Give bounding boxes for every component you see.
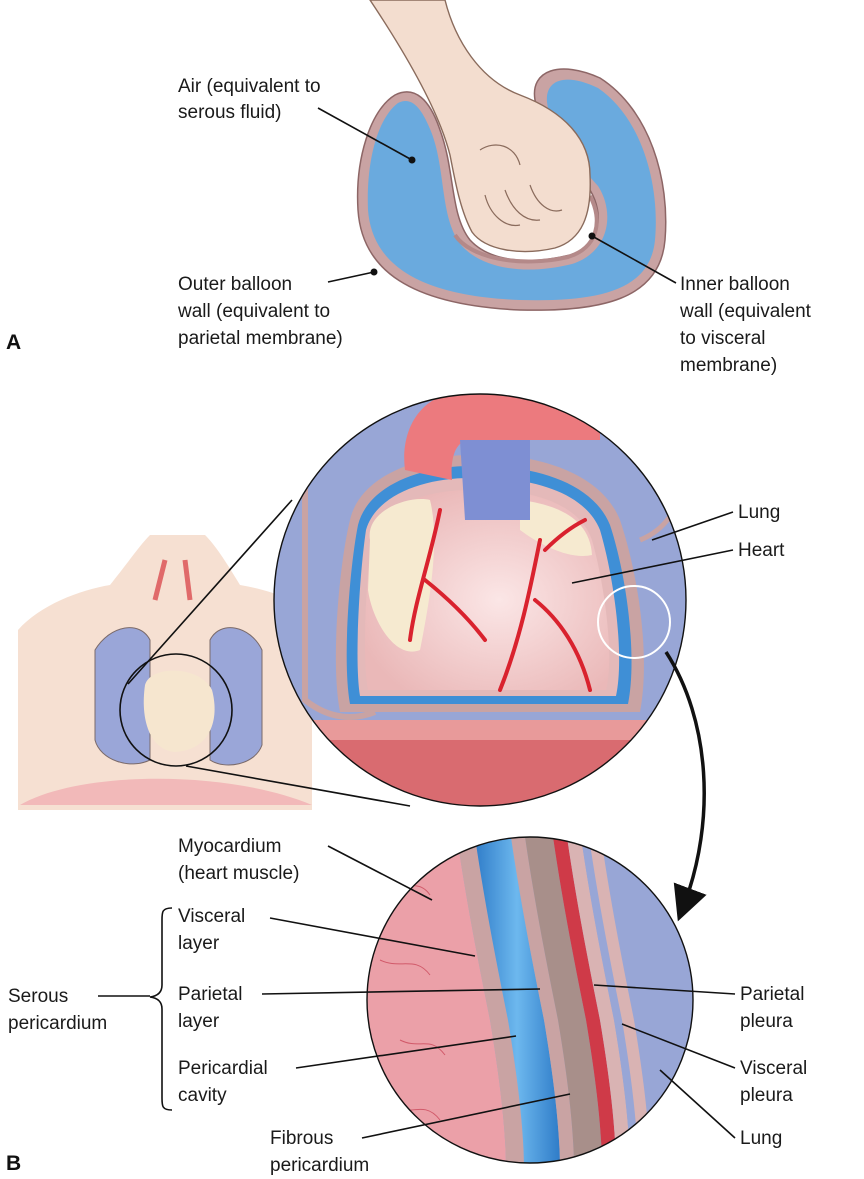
outer-label-line1: Outer balloon [178,274,292,295]
inner-label-line3: to visceral [680,328,766,349]
outer-leader-dot [371,269,378,276]
lung-leader-bottom [660,1070,735,1138]
pericardial-cavity-label: Pericardial cavity [178,1058,268,1106]
parietal-pleura-line2: pleura [740,1011,793,1032]
fibrous-pericardium-line1: Fibrous [270,1128,333,1149]
serous-pericardium-bracket [150,908,172,1110]
visceral-pleura-line2: pleura [740,1085,793,1106]
air-label: Air (equivalent to serous fluid) [178,76,321,123]
outer-label-line2: wall (equivalent to [177,301,330,322]
serous-pericardium-line2: pericardium [8,1013,107,1034]
outer-balloon-label: Outer balloon wall (equivalent to pariet… [177,274,343,349]
pericardial-cavity-line2: cavity [178,1085,227,1106]
parietal-layer-line1: Parietal [178,984,242,1005]
parietal-pleura-line1: Parietal [740,984,804,1005]
torso-illustration [18,535,312,810]
fibrous-pericardium-line2: pericardium [270,1155,369,1176]
visceral-layer-line2: layer [178,933,220,954]
parietal-layer-label: Parietal layer [178,984,242,1032]
lung-label-bottom: Lung [740,1128,782,1149]
pericardial-cavity-line1: Pericardial [178,1058,268,1079]
inner-leader-dot [589,233,596,240]
inner-label-line4: membrane) [680,355,777,376]
zoom-arrow [666,652,704,905]
visceral-layer-label: Visceral layer [178,906,245,954]
air-label-line2: serous fluid) [178,102,282,123]
inner-balloon-label: Inner balloon wall (equivalent to viscer… [679,274,812,376]
serous-pericardium-line1: Serous [8,986,68,1007]
panel-a-label: A [6,331,21,354]
air-label-line1: Air (equivalent to [178,76,321,97]
myocardium-line1: Myocardium [178,836,281,857]
visceral-layer-line1: Visceral [178,906,245,927]
myocardium-line2: (heart muscle) [178,863,299,884]
air-leader-dot [409,157,416,164]
fibrous-pericardium-label: Fibrous pericardium [270,1128,369,1176]
myocardium-label: Myocardium (heart muscle) [178,836,299,884]
inner-label-line2: wall (equivalent [679,301,812,322]
heart-label: Heart [738,540,785,561]
panel-b-label: B [6,1152,21,1175]
outer-leader-line [328,272,374,282]
layer-detail-view [360,830,700,1170]
inner-label-line1: Inner balloon [680,274,790,295]
myocardium-leader [328,846,432,900]
serous-pericardium-label: Serous pericardium [8,986,107,1034]
visceral-pleura-line1: Visceral [740,1058,807,1079]
parietal-layer-line2: layer [178,1011,220,1032]
lung-label-top: Lung [738,502,780,523]
parietal-pleura-label: Parietal pleura [740,984,804,1032]
heart-zoom-view [270,390,690,820]
visceral-pleura-label: Visceral pleura [740,1058,807,1106]
outer-label-line3: parietal membrane) [178,328,343,349]
